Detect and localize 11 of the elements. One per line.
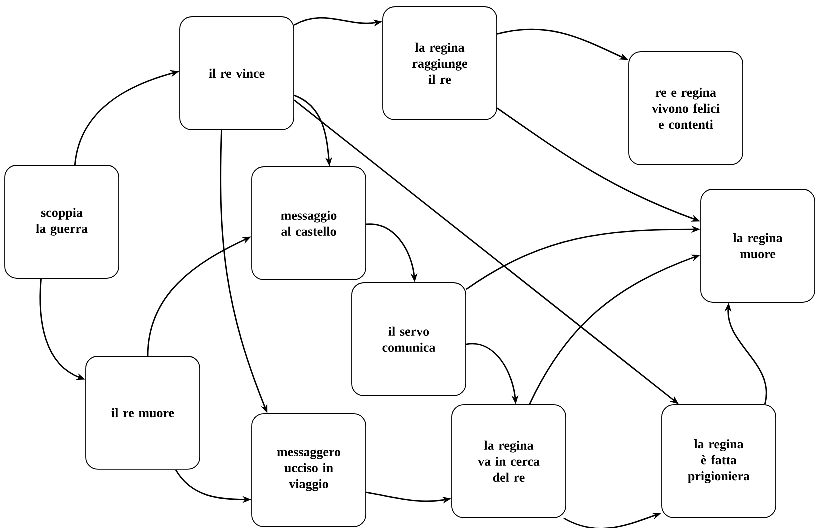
event-box: la regina muore xyxy=(700,189,815,303)
event-box: messaggio al castello xyxy=(252,166,366,280)
event-box: il servo comunica xyxy=(352,282,466,396)
event-box: la regina raggiunge il re xyxy=(382,6,498,120)
event-box: il re vince xyxy=(180,16,294,130)
event-box: messaggero ucciso in viaggio xyxy=(252,414,366,528)
event-box: re e regina vivono felici e contenti xyxy=(628,52,744,166)
event-box: scoppia la guerra xyxy=(4,165,120,279)
event-box: il re muore xyxy=(86,356,200,470)
event-box: la regina è fatta prigioniera xyxy=(662,404,776,518)
event-box: la regina va in cerca del re xyxy=(452,404,566,518)
